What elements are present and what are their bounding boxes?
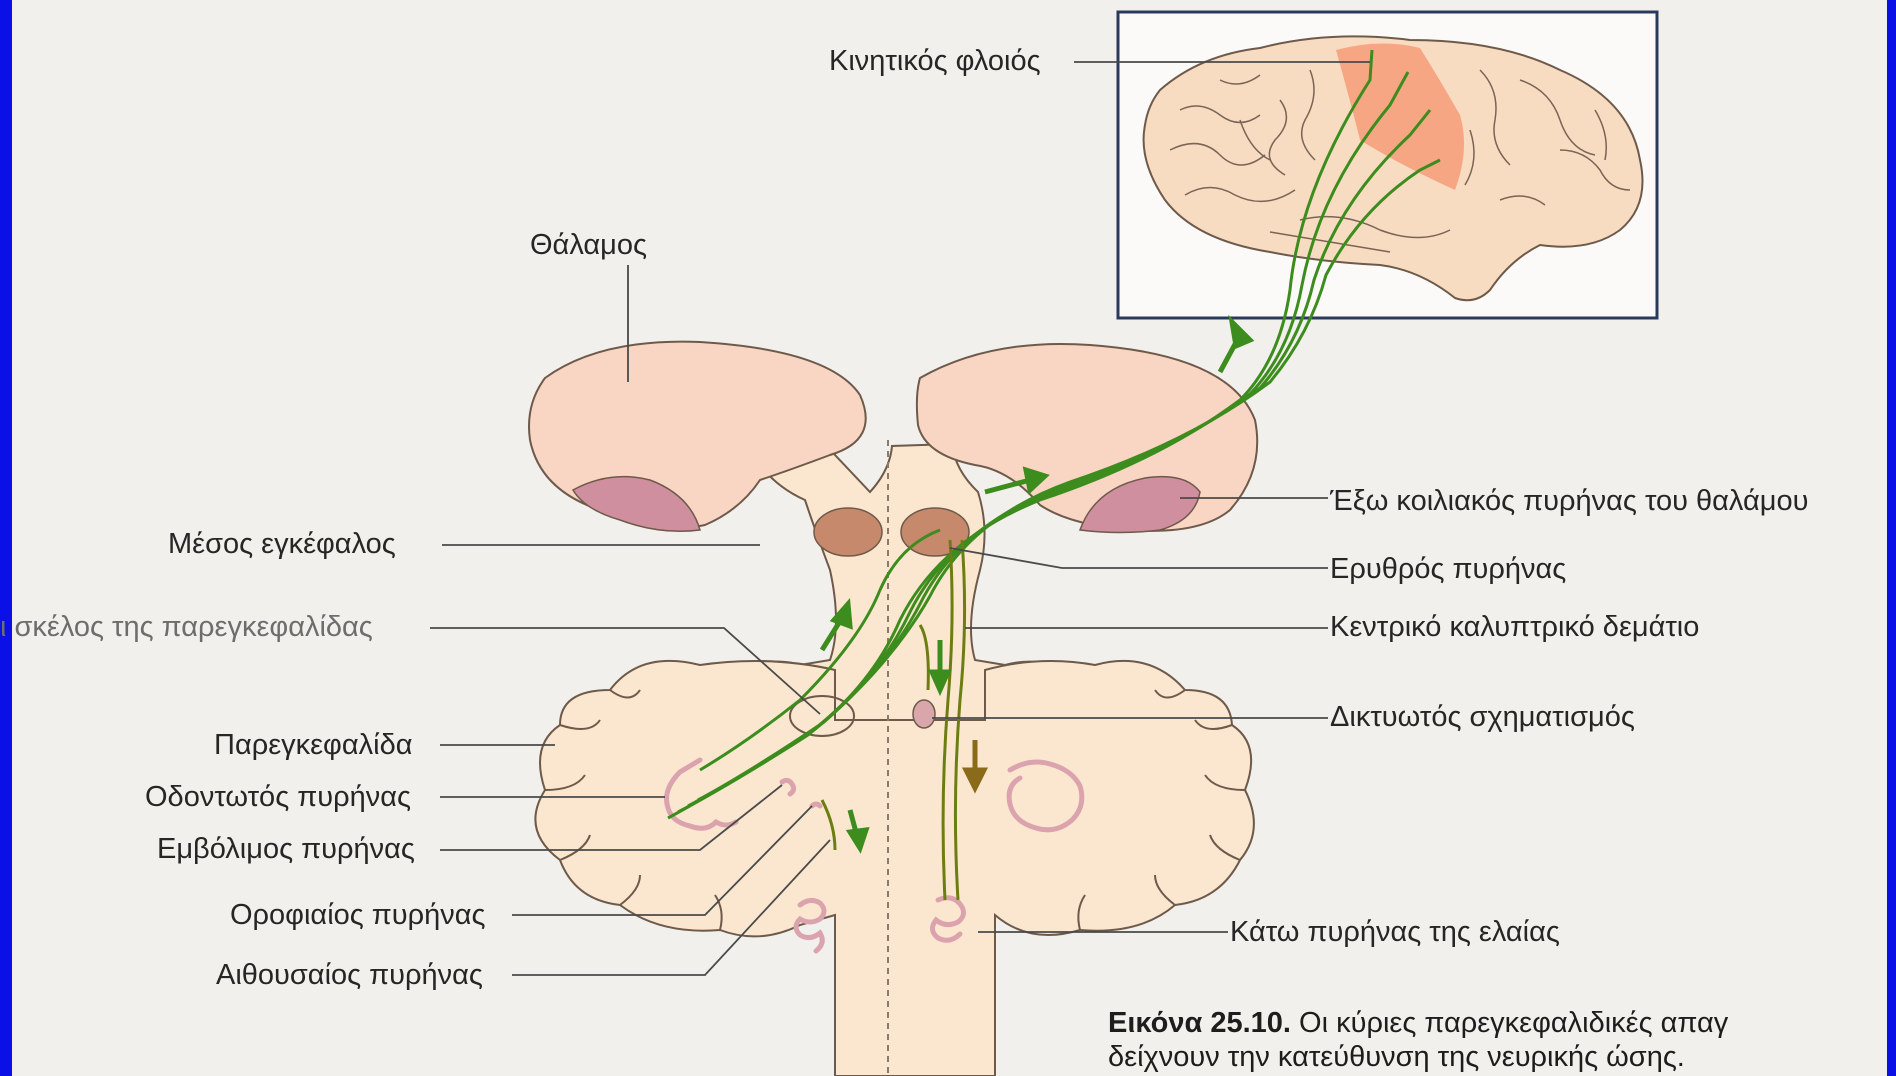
red-nucleus-left <box>814 508 882 556</box>
label-dentate: Οδοντωτός πυρήνας <box>145 780 411 814</box>
label-vl-nucleus: Έξω κοιλιακός πυρήνας του θαλάμου <box>1330 484 1808 518</box>
label-motor-cortex: Κινητικός φλοιός <box>829 44 1041 78</box>
figure-caption: Εικόνα 25.10. Οι κύριες παρεγκεφαλιδικές… <box>1108 1006 1896 1076</box>
fastigial-nucleus <box>812 804 820 806</box>
label-reticular: Δικτυωτός σχηματισμός <box>1330 700 1635 734</box>
caption-figure-number: Εικόνα 25.10. <box>1108 1007 1291 1039</box>
label-fastigial: Οροφιαίος πυρήνας <box>230 898 486 932</box>
label-midbrain: Μέσος εγκέφαλος <box>168 527 396 561</box>
label-emboliform: Εμβόλιμος πυρήνας <box>157 832 415 866</box>
label-red-nucleus: Ερυθρός πυρήνας <box>1330 552 1566 586</box>
caption-line-1: Οι κύριες παρεγκεφαλιδικές απαγ <box>1299 1007 1728 1039</box>
label-globose: Αιθουσαίος πυρήνας <box>216 958 483 992</box>
label-central-tegmental: Κεντρικό καλυπτρικό δεμάτιο <box>1330 610 1699 644</box>
label-inferior-olive: Κάτω πυρήνας της ελαίας <box>1230 915 1560 949</box>
label-peduncle: ι σκέλος της παρεγκεφαλίδας <box>0 610 373 644</box>
caption-line-2: δείχνουν την κατεύθυνση της νευρικής ώση… <box>1108 1040 1896 1074</box>
label-thalamus: Θάλαμος <box>530 228 647 262</box>
reticular-formation <box>913 700 935 728</box>
label-cerebellum: Παρεγκεφαλίδα <box>214 728 412 762</box>
